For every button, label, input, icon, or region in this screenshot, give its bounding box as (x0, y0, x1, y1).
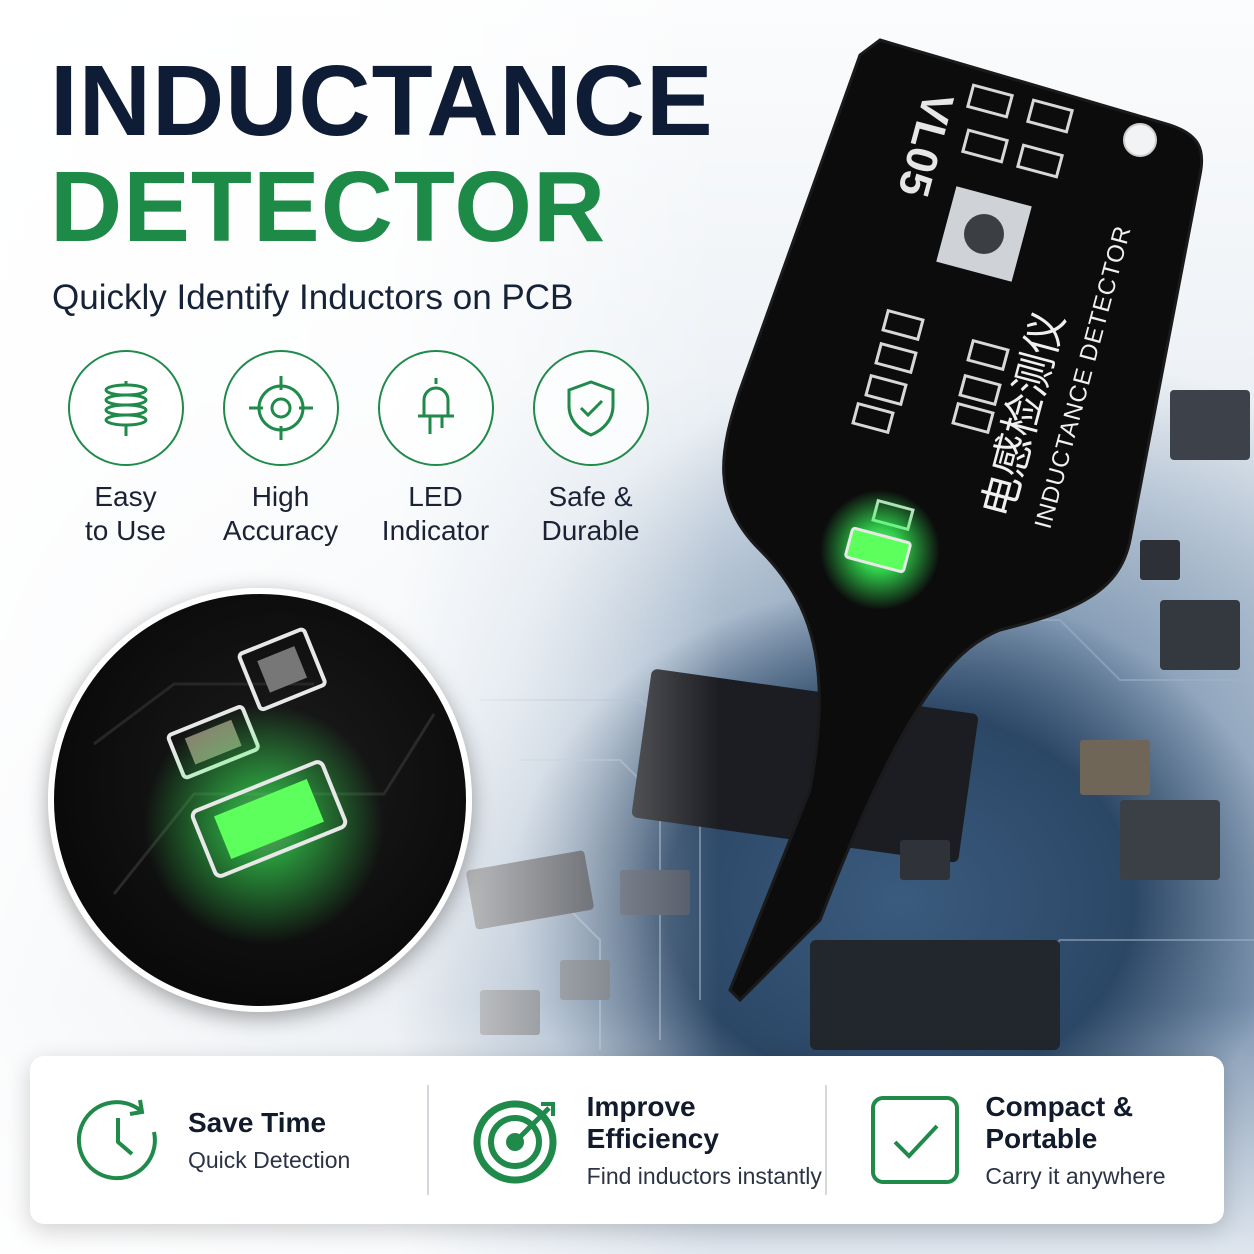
feature-led-indicator: LED Indicator (358, 350, 513, 548)
feature-label-line1: Safe & (548, 481, 633, 512)
shield-check-icon (532, 350, 649, 466)
checkbox-icon (867, 1092, 963, 1188)
target-icon (469, 1092, 565, 1188)
feature-label-line2: to Use (85, 515, 166, 546)
feature-easy-to-use: Easy to Use (48, 350, 203, 548)
benefit-save-time: Save Time Quick Detection (30, 1085, 427, 1195)
crosshair-icon (222, 350, 339, 466)
inductance-detector-device: VL05 电感检测仪 INDUCTANCE DETECTOR (700, 30, 1220, 1030)
feature-label-line2: Durable (541, 515, 640, 546)
feature-label-line1: LED (408, 481, 463, 512)
benefit-subtitle: Quick Detection (188, 1146, 351, 1173)
led-icon (377, 350, 494, 466)
headline-line1: INDUCTANCE (50, 45, 714, 157)
benefits-banner: Save Time Quick Detection Improve Effici… (30, 1056, 1224, 1224)
feature-safe-durable: Safe & Durable (513, 350, 668, 548)
feature-label-line1: Easy (94, 481, 157, 512)
led-closeup-image (93, 627, 436, 944)
led-zoom-inset (48, 588, 472, 1012)
headline: INDUCTANCE DETECTOR (50, 48, 714, 260)
headline-line2: DETECTOR (50, 151, 607, 263)
benefit-subtitle: Carry it anywhere (985, 1162, 1166, 1189)
benefit-title: Improve Efficiency (586, 1090, 719, 1154)
feature-label-line1: High (251, 481, 310, 512)
benefit-compact-portable: Compact & Portable Carry it anywhere (825, 1085, 1224, 1195)
benefit-subtitle: Find inductors instantly (586, 1162, 822, 1189)
subtitle: Quickly Identify Inductors on PCB (52, 278, 574, 317)
feature-list: Easy to Use High Accuracy LED Indicator (48, 350, 668, 548)
benefit-improve-efficiency: Improve Efficiency Find inductors instan… (426, 1085, 826, 1195)
feature-label-line2: Accuracy (222, 515, 339, 546)
feature-label-line2: Indicator (381, 515, 490, 546)
feature-high-accuracy: High Accuracy (203, 350, 358, 548)
coil-icon (67, 350, 184, 466)
clock-icon (70, 1092, 166, 1188)
benefit-title: Save Time (188, 1106, 327, 1138)
device-illustration: VL05 电感检测仪 INDUCTANCE DETECTOR (722, 38, 1204, 1003)
benefit-title: Compact & Portable (985, 1090, 1134, 1154)
device-button (936, 186, 1032, 282)
